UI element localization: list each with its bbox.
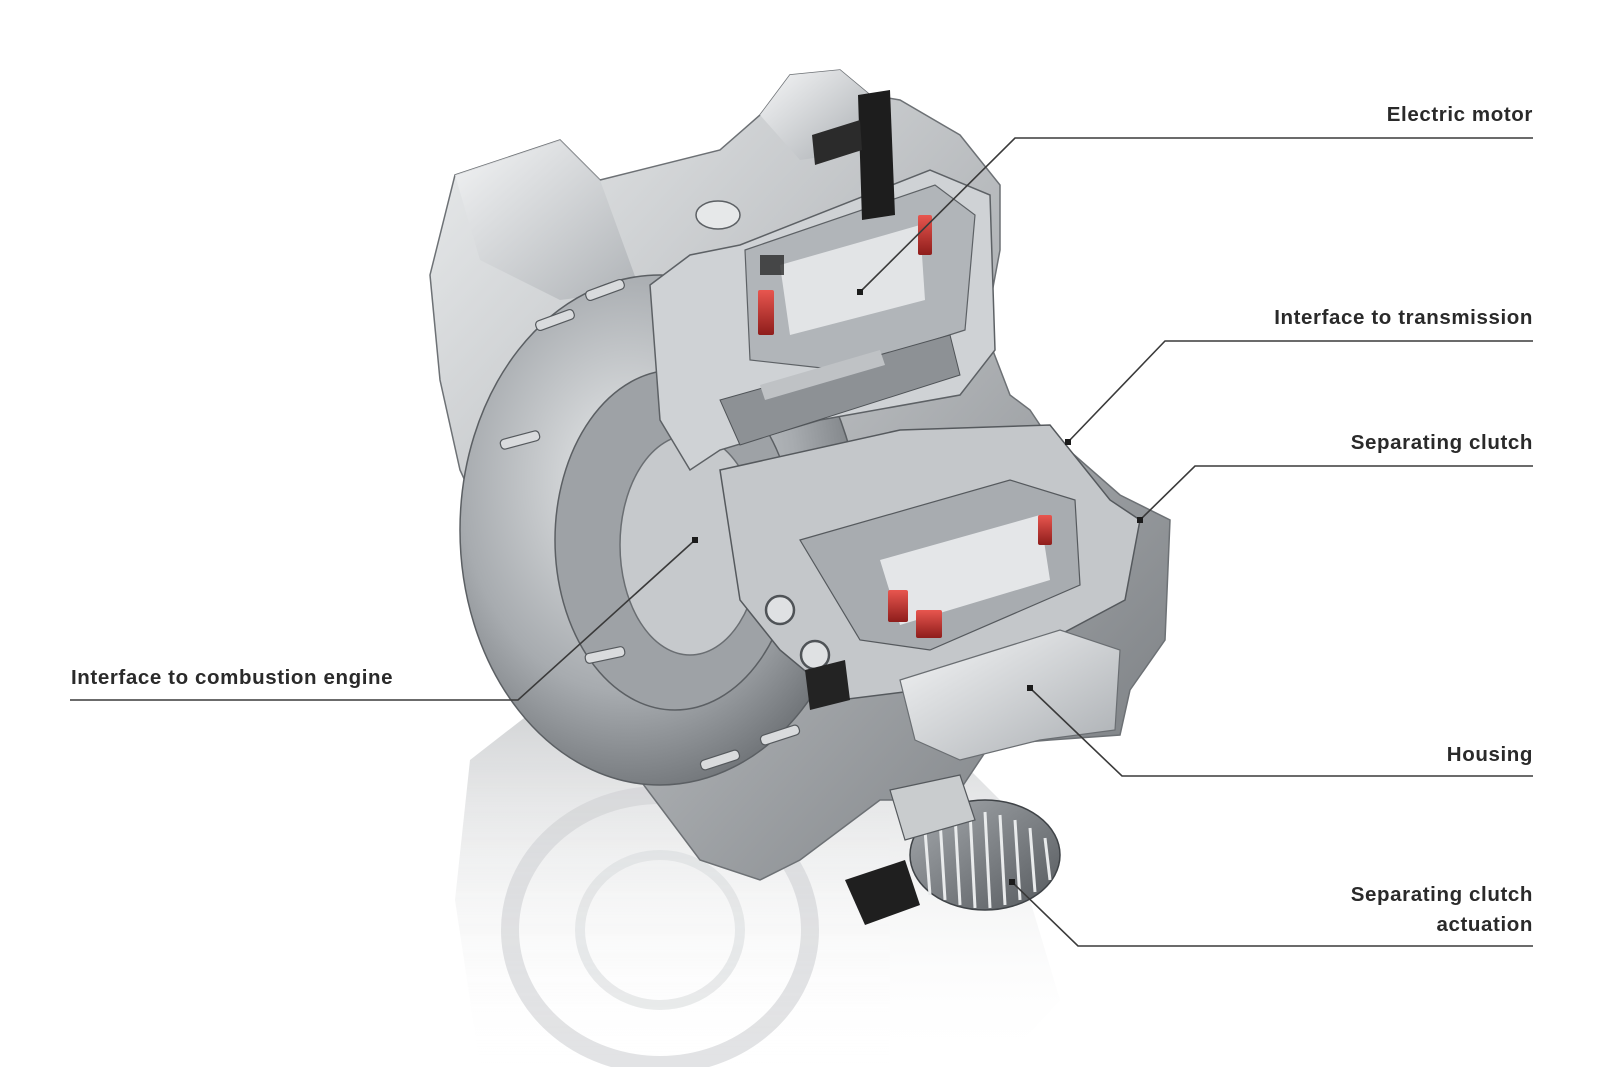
label-interface-to-transmission: Interface to transmission xyxy=(1274,306,1533,329)
sensor-connector xyxy=(858,90,895,220)
electric-motor-section xyxy=(649,90,996,472)
label-housing: Housing xyxy=(1446,743,1533,766)
leader-dots xyxy=(692,289,1143,885)
leader-electric-motor xyxy=(859,137,1533,293)
leader-lines xyxy=(70,137,1533,947)
label-interface-to-combustion-engine: Interface to combustion engine xyxy=(71,666,394,689)
stator-coil xyxy=(758,290,774,335)
leader-housing xyxy=(1029,687,1533,777)
label-separating-clutch-actuation-line2: actuation xyxy=(1436,913,1533,936)
clutch-coil xyxy=(1038,515,1052,545)
label-separating-clutch-actuation-line1: Separating clutch xyxy=(1350,883,1533,906)
leader-interface-combustion xyxy=(70,539,696,701)
leader-interface-transmission xyxy=(1067,340,1533,443)
actuator-connector xyxy=(845,860,920,925)
stator-coil xyxy=(918,215,932,255)
leader-clutch-actuation xyxy=(1011,881,1533,947)
clutch-actuator xyxy=(845,774,1061,925)
leader-separating-clutch xyxy=(1139,465,1533,521)
clutch-coil xyxy=(888,590,908,622)
label-separating-clutch: Separating clutch xyxy=(1350,431,1533,454)
label-electric-motor: Electric motor xyxy=(1386,103,1533,126)
clutch-coil xyxy=(916,610,942,638)
separating-clutch-section xyxy=(719,424,1141,761)
